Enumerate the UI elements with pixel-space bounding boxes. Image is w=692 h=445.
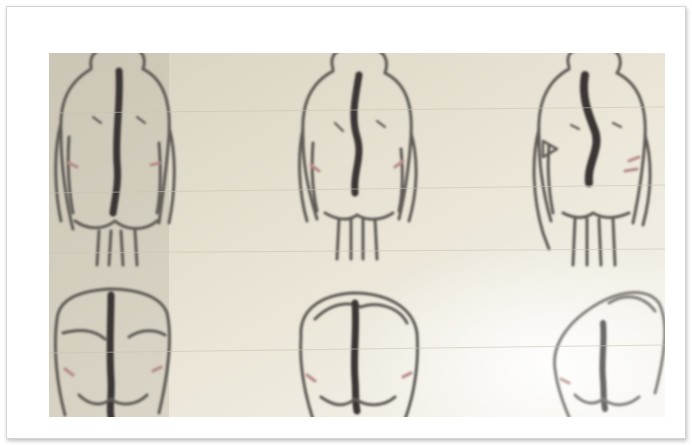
sketch-photo <box>49 53 665 417</box>
spine-curve <box>602 323 605 409</box>
spine-curve <box>354 303 357 411</box>
photo-frame <box>6 6 686 439</box>
sketch-drawing <box>49 53 665 417</box>
spine-curve <box>354 75 359 193</box>
